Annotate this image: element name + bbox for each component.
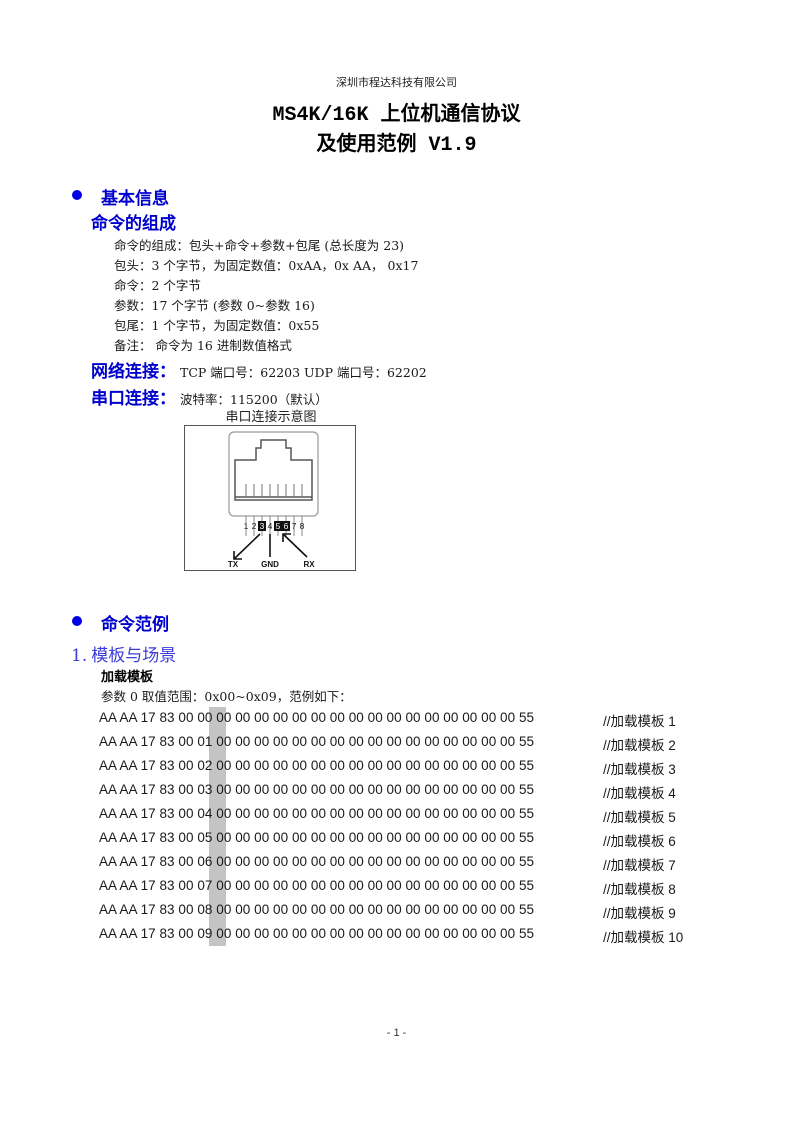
cmd-comment: //加载模板 5 (603, 810, 676, 825)
cmd-comment: //加载模板 9 (603, 906, 676, 921)
cmd-rest: 00 00 00 00 00 00 00 00 00 00 00 00 00 0… (216, 734, 535, 749)
rx-label: RX (303, 560, 315, 569)
cmd-comment: //加载模板 8 (603, 882, 676, 897)
cmd-comment: //加载模板 7 (603, 858, 676, 873)
cmd-comment: //加载模板 10 (603, 930, 684, 945)
cmd-rest: 00 00 00 00 00 00 00 00 00 00 00 00 00 0… (216, 854, 535, 869)
command-row: AA AA 17 83 00 00 00 00 00 00 00 00 00 0… (99, 710, 534, 725)
company-name: 深圳市程达科技有限公司 (336, 76, 457, 89)
cmd-param0: 09 (197, 926, 213, 941)
cmd-prefix: AA AA 17 83 00 (99, 806, 194, 821)
cmd-param0: 06 (197, 854, 213, 869)
cmd-comment: //加载模板 6 (603, 834, 676, 849)
bullet-icon (72, 616, 82, 626)
cmd-rest: 00 00 00 00 00 00 00 00 00 00 00 00 00 0… (216, 926, 535, 941)
rj45-connector-diagram: 1 2 3 4 5 6 7 8 TX GND RX (184, 425, 356, 571)
page-number: - 1 - (386, 1027, 407, 1039)
cmd-prefix: AA AA 17 83 00 (99, 926, 194, 941)
serial-label: 串口连接： (91, 389, 176, 408)
cmd-prefix: AA AA 17 83 00 (99, 710, 194, 725)
svg-text:1: 1 (244, 521, 249, 531)
cmd-rest: 00 00 00 00 00 00 00 00 00 00 00 00 00 0… (216, 902, 535, 917)
cmd-prefix: AA AA 17 83 00 (99, 878, 194, 893)
cmd-comment: //加载模板 4 (603, 786, 676, 801)
composition-line: 命令：2 个字节 (114, 278, 201, 293)
svg-text:4: 4 (268, 521, 273, 531)
cmd-rest: 00 00 00 00 00 00 00 00 00 00 00 00 00 0… (216, 710, 535, 725)
svg-text:3: 3 (260, 521, 265, 531)
cmd-param0: 00 (197, 710, 213, 725)
load-template-heading: 加载模板 (101, 669, 154, 684)
gnd-label: GND (261, 560, 279, 569)
tx-label: TX (228, 560, 239, 569)
command-row: AA AA 17 83 00 03 00 00 00 00 00 00 00 0… (99, 782, 534, 797)
command-row: AA AA 17 83 00 05 00 00 00 00 00 00 00 0… (99, 830, 534, 845)
svg-text:2: 2 (252, 521, 257, 531)
composition-line: 包尾：1 个字节，为固定数值：0x55 (114, 318, 320, 333)
doc-title-line1: MS4K/16K 上位机通信协议 (272, 104, 521, 127)
cmd-comment: //加载模板 1 (603, 714, 676, 729)
cmd-comment: //加载模板 2 (603, 738, 676, 753)
cmd-prefix: AA AA 17 83 00 (99, 782, 194, 797)
cmd-prefix: AA AA 17 83 00 (99, 854, 194, 869)
subsection-title: 模板与场景 (91, 646, 177, 665)
command-row: AA AA 17 83 00 09 00 00 00 00 00 00 00 0… (99, 926, 534, 941)
cmd-prefix: AA AA 17 83 00 (99, 902, 194, 917)
cmd-prefix: AA AA 17 83 00 (99, 758, 194, 773)
section-heading-basic: 基本信息 (101, 189, 169, 208)
command-row: AA AA 17 83 00 08 00 00 00 00 00 00 00 0… (99, 902, 534, 917)
cmd-param0: 02 (197, 758, 213, 773)
param-range-description: 参数 0 取值范围：0x00~0x09，范例如下： (101, 689, 352, 704)
cmd-prefix: AA AA 17 83 00 (99, 830, 194, 845)
serial-connection: 串口连接： 波特率：115200（默认） (91, 384, 328, 409)
svg-text:5: 5 (276, 521, 281, 531)
cmd-param0: 05 (197, 830, 213, 845)
svg-text:6: 6 (284, 521, 289, 531)
subsection-heading: 1. 模板与场景 (71, 641, 176, 666)
diagram-caption: 串口连接示意图 (225, 410, 317, 425)
svg-text:7: 7 (292, 521, 297, 531)
svg-text:8: 8 (300, 521, 305, 531)
composition-line: 备注： 命令为 16 进制数值格式 (114, 338, 292, 353)
command-row: AA AA 17 83 00 01 00 00 00 00 00 00 00 0… (99, 734, 534, 749)
network-label: 网络连接： (91, 362, 176, 381)
cmd-rest: 00 00 00 00 00 00 00 00 00 00 00 00 00 0… (216, 878, 535, 893)
bullet-icon (72, 190, 82, 200)
composition-line: 参数：17 个字节 (参数 0~参数 16) (114, 298, 315, 313)
cmd-rest: 00 00 00 00 00 00 00 00 00 00 00 00 00 0… (216, 782, 535, 797)
subsection-number: 1. (71, 646, 88, 666)
doc-title-line2: 及使用范例 V1.9 (316, 134, 477, 157)
network-ports: TCP 端口号：62203 UDP 端口号：62202 (180, 365, 427, 380)
cmd-rest: 00 00 00 00 00 00 00 00 00 00 00 00 00 0… (216, 758, 535, 773)
cmd-param0: 03 (197, 782, 213, 797)
cmd-param0: 08 (197, 902, 213, 917)
param0-highlight (209, 707, 226, 946)
composition-line: 包头：3 个字节，为固定数值：0xAA，0x AA， 0x17 (114, 258, 419, 273)
cmd-param0: 01 (197, 734, 213, 749)
cmd-rest: 00 00 00 00 00 00 00 00 00 00 00 00 00 0… (216, 830, 535, 845)
section-heading-examples: 命令范例 (101, 615, 169, 634)
subheading-composition: 命令的组成 (91, 214, 176, 233)
command-row: AA AA 17 83 00 02 00 00 00 00 00 00 00 0… (99, 758, 534, 773)
command-row: AA AA 17 83 00 06 00 00 00 00 00 00 00 0… (99, 854, 534, 869)
composition-line: 命令的组成：包头+命令+参数+包尾 (总长度为 23) (114, 238, 405, 253)
network-connection: 网络连接： TCP 端口号：62203 UDP 端口号：62202 (91, 357, 427, 382)
cmd-prefix: AA AA 17 83 00 (99, 734, 194, 749)
cmd-comment: //加载模板 3 (603, 762, 676, 777)
command-row: AA AA 17 83 00 04 00 00 00 00 00 00 00 0… (99, 806, 534, 821)
command-row: AA AA 17 83 00 07 00 00 00 00 00 00 00 0… (99, 878, 534, 893)
rj45-icon: 1 2 3 4 5 6 7 8 TX GND RX (228, 431, 319, 569)
serial-baud: 波特率：115200（默认） (180, 392, 328, 407)
cmd-param0: 07 (197, 878, 213, 893)
cmd-param0: 04 (197, 806, 213, 821)
cmd-rest: 00 00 00 00 00 00 00 00 00 00 00 00 00 0… (216, 806, 535, 821)
